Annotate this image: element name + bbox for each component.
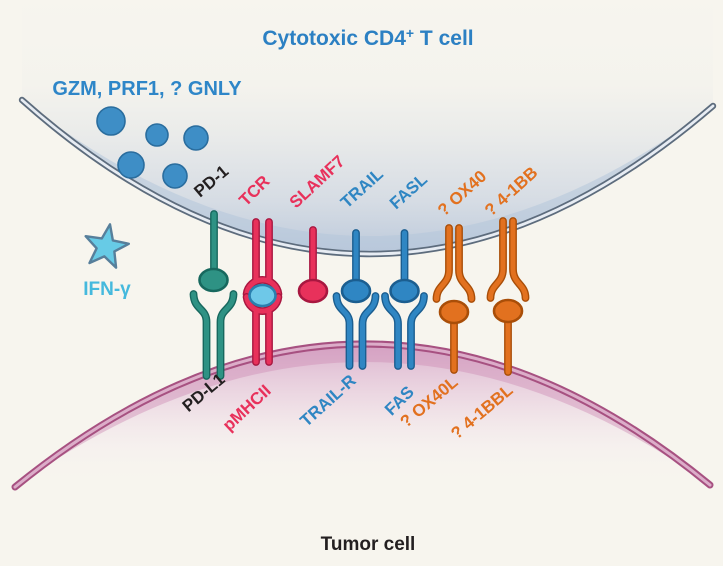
- t-cell-cytoplasm: [22, 0, 713, 254]
- pd1-head: [198, 267, 229, 293]
- fasl-head: [389, 278, 420, 304]
- granules-label: GZM, PRF1, ? GNLY: [52, 78, 242, 100]
- t-cell-title: Cytotoxic CD4+ T cell: [262, 25, 473, 50]
- trail-head: [340, 278, 372, 304]
- granule-icon: [117, 151, 145, 179]
- ox40l-head: [438, 299, 470, 325]
- cytotoxic-granules: [96, 106, 209, 189]
- t-cell-membrane-inner-line: [20, 98, 715, 256]
- granule-icon: [162, 163, 188, 189]
- 41bbl-head: [492, 298, 524, 324]
- granule-icon: [183, 125, 209, 151]
- ifn-gamma-star-icon: [84, 223, 131, 269]
- tumor-cell-label: Tumor cell: [321, 534, 416, 555]
- granule-icon: [96, 106, 126, 136]
- granule-icon: [145, 123, 169, 147]
- slamf7-head: [297, 278, 329, 304]
- ifn-gamma-label: IFN-γ: [83, 279, 131, 300]
- peptide-antigen: [248, 283, 277, 308]
